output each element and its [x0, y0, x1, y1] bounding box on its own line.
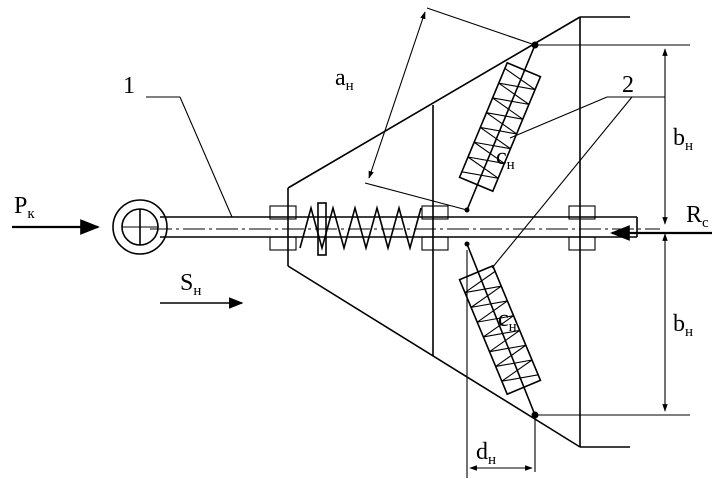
extension-lines [535, 44, 690, 416]
horizontal-spring [299, 204, 422, 252]
length-b-top-label: bн [673, 125, 693, 154]
force-pk-label: Pк [14, 193, 35, 222]
dimension-d [466, 250, 536, 478]
guide-bushings [269, 205, 596, 251]
dimension-a [364, 7, 536, 211]
rod [150, 216, 660, 238]
length-c-bottom-label: cн [498, 306, 517, 335]
rod-eye [112, 199, 168, 255]
length-b-bottom-label: bн [673, 311, 693, 340]
rod-number-label: 1 [123, 73, 135, 99]
length-d-label: dн [476, 439, 496, 468]
displacement-s-label: Sн [180, 270, 201, 299]
length-a-label: aн [335, 65, 354, 94]
upper-inclined-spring [458, 61, 542, 193]
spring-number-label: 2 [622, 72, 634, 98]
hinge-links [464, 41, 539, 419]
housing-frame [287, 16, 630, 448]
stop-collar [317, 202, 327, 256]
length-c-top-label: cн [496, 144, 515, 173]
leader-lines [146, 96, 665, 269]
force-rc-label: Rс [686, 202, 709, 231]
